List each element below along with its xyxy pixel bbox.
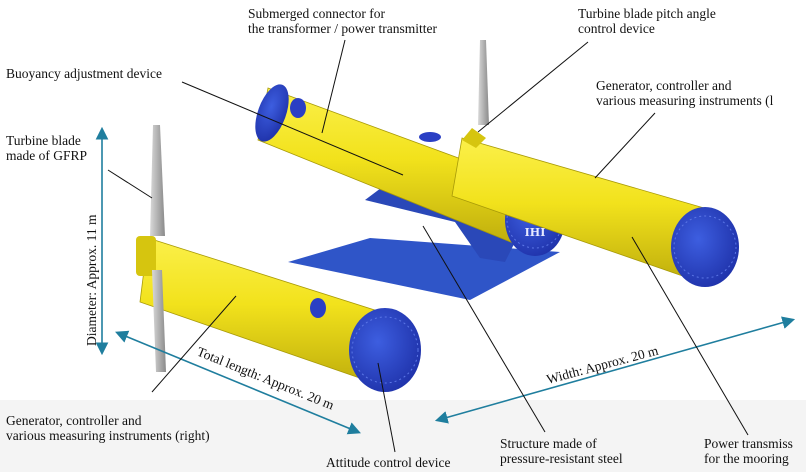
label-generator-right: Generator, controller and various measur…	[6, 413, 210, 443]
leader-generator-right	[151, 295, 237, 393]
turbine-blade-top	[478, 40, 489, 125]
label-buoyancy: Buoyancy adjustment device	[6, 66, 162, 81]
length-arrow	[115, 330, 361, 435]
turbine-blade-front	[150, 125, 165, 236]
leader-power	[631, 236, 749, 436]
label-power-transmission: Power transmiss for the mooring	[704, 436, 793, 466]
leader-blade	[107, 169, 153, 199]
leader-structure	[422, 225, 546, 433]
leader-connector	[321, 39, 346, 134]
label-structure: Structure made of pressure-resistant ste…	[500, 436, 623, 466]
width-label: Width: Approx. 20 m	[545, 343, 660, 387]
diameter-label: Diameter: Approx. 11 m	[84, 214, 99, 346]
leader-generator-left	[594, 112, 656, 179]
label-pitch-control: Turbine blade pitch angle control device	[578, 6, 716, 36]
leader-pitch	[477, 41, 589, 133]
right-pod	[451, 128, 739, 287]
label-attitude: Attitude control device	[326, 455, 451, 470]
label-submerged-connector: Submerged connector for the transformer …	[248, 6, 437, 36]
label-generator-left: Generator, controller and various measur…	[596, 78, 774, 108]
frame-vertical-plate	[365, 185, 520, 262]
leader-buoyancy	[181, 81, 404, 176]
leader-attitude	[377, 362, 396, 453]
label-turbine-blade: Turbine blade made of GFRP	[6, 133, 87, 163]
width-arrow	[434, 316, 796, 424]
ihi-logo: IHI	[525, 226, 546, 239]
